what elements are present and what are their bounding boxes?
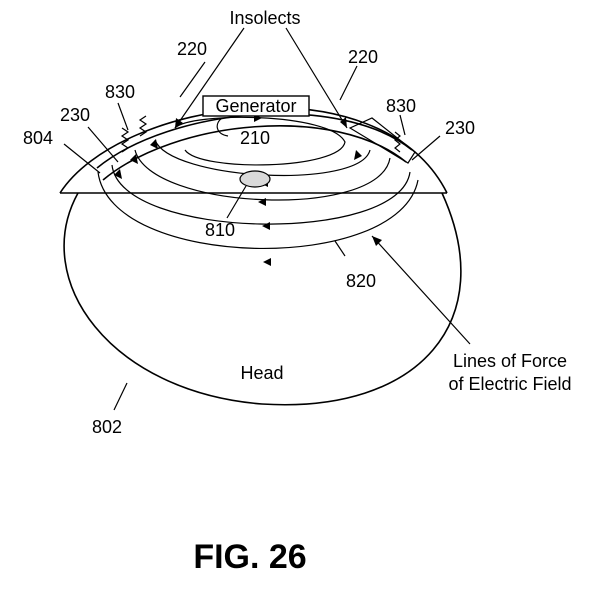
figure-caption: FIG. 26 — [193, 538, 306, 576]
insolect-right — [348, 117, 416, 164]
leader-insolects-left-head — [175, 118, 183, 128]
arrowhead-8 — [130, 154, 138, 164]
label-220-right: 220 — [348, 47, 378, 67]
label-804: 804 — [23, 128, 53, 148]
leader-lines-of-force-head — [372, 236, 382, 246]
leader-lines-of-force — [371, 235, 471, 345]
label-230-left: 230 — [60, 105, 90, 125]
arrowhead-9 — [114, 169, 122, 179]
arrowhead-3 — [258, 198, 266, 206]
label-820: 820 — [346, 271, 376, 291]
label-230-right: 230 — [445, 118, 475, 138]
label-830-left: 830 — [105, 82, 135, 102]
generator-label: Generator — [215, 96, 296, 116]
leader-804 — [63, 143, 101, 174]
source-810 — [239, 170, 271, 188]
label-810: 810 — [205, 220, 235, 240]
leader-insolects-right — [285, 27, 348, 129]
field-line-1 — [174, 116, 346, 166]
spring-left — [120, 127, 130, 153]
leader-820 — [334, 240, 346, 257]
arrowhead-7 — [150, 139, 158, 149]
leader-230-right — [411, 135, 441, 161]
label-210: 210 — [240, 128, 270, 148]
label-lines-of-force-2: of Electric Field — [448, 374, 571, 394]
label-830-right: 830 — [386, 96, 416, 116]
label-head: Head — [240, 363, 283, 383]
leader-830-left — [117, 102, 129, 131]
leader-220-left — [179, 61, 206, 98]
spring-left-2 — [138, 115, 148, 137]
leader-210 — [216, 117, 229, 137]
arrowhead-5 — [263, 258, 271, 266]
label-220-left: 220 — [177, 39, 207, 59]
label-insolects: Insolects — [229, 8, 300, 28]
leader-830-right — [399, 114, 406, 136]
label-lines-of-force-1: Lines of Force — [453, 351, 567, 371]
arrowhead-4 — [262, 222, 270, 230]
field-line-4 — [111, 164, 411, 225]
leader-810 — [226, 185, 247, 219]
field-line-5 — [97, 171, 419, 250]
leader-220-right — [339, 65, 358, 101]
generator-box — [202, 95, 310, 117]
arrowhead-6 — [354, 150, 362, 160]
leader-230-left — [87, 126, 119, 163]
leader-insolects-left — [174, 27, 245, 129]
spring-right — [394, 131, 401, 153]
head-outline — [63, 192, 462, 406]
leader-insolects-right-head — [340, 117, 347, 128]
leader-802 — [113, 382, 128, 411]
label-802: 802 — [92, 417, 122, 437]
